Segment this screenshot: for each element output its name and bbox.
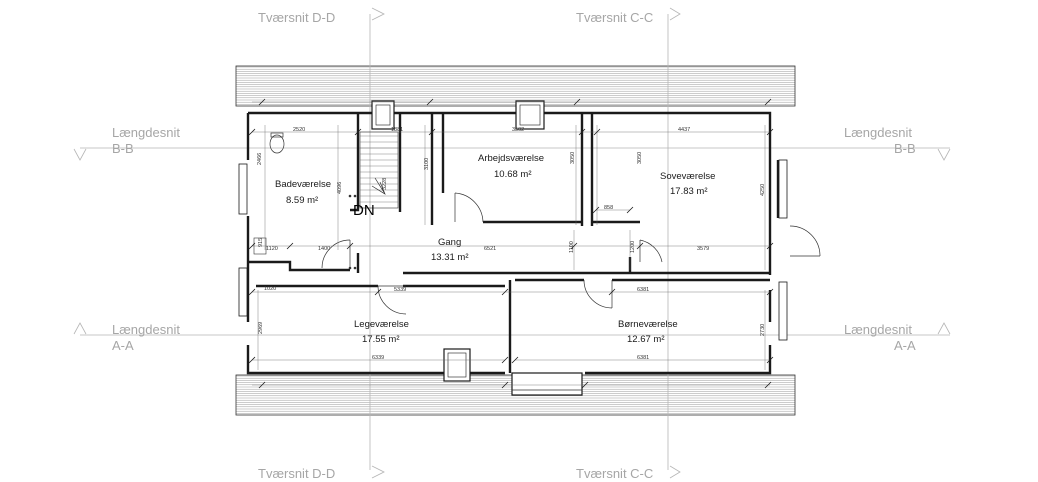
dim-text: 3579: [697, 246, 709, 252]
dim-text: 4096: [337, 182, 343, 194]
section-label-a-a-left: Længdesnit: [112, 322, 180, 337]
dim-text: 1400: [318, 246, 330, 252]
stair-direction-label: DN: [353, 202, 375, 219]
dim-text: 1100: [569, 241, 575, 253]
room-area-kids-room: 12.67 m²: [627, 334, 665, 345]
room-area-hallway: 13.31 m²: [431, 252, 469, 263]
dim-text: 2730: [760, 324, 766, 336]
section-label-a-a-right-code: A-A: [894, 338, 916, 353]
section-label-a-a-left-code: A-A: [112, 338, 134, 353]
dim-text: 3050: [570, 152, 576, 164]
stair: [359, 131, 399, 209]
walls: [246, 111, 780, 375]
dim-text: 1020: [264, 286, 276, 292]
room-name-office: Arbejdsværelse: [478, 153, 544, 164]
room-labels: Badeværelse 8.59 m² Arbejdsværelse 10.68…: [275, 153, 715, 345]
room-name-kids-room: Børneværelse: [618, 319, 678, 330]
toilet-icon: [269, 132, 285, 154]
section-label-c-c-bottom: Tværsnit C-C: [576, 466, 653, 481]
dim-text: 6381: [637, 355, 649, 361]
dim-text: 3050: [637, 152, 643, 164]
dim-text: 2466: [257, 153, 263, 165]
dim-text: 4437: [678, 127, 690, 133]
dim-text: 1120: [266, 246, 278, 252]
dim-text: 858: [604, 205, 613, 211]
dim-text: 915: [258, 238, 264, 247]
dim-text: 2520: [293, 127, 305, 133]
dim-text: 5339: [394, 287, 406, 293]
dim-text: 3100: [424, 158, 430, 170]
section-label-d-d-top: Tværsnit D-D: [258, 10, 335, 25]
dim-text: 6381: [637, 287, 649, 293]
room-name-bathroom: Badeværelse: [275, 179, 331, 190]
room-name-playroom: Legeværelse: [354, 319, 409, 330]
section-label-b-b-right: Længdesnit: [844, 125, 912, 140]
dim-text: 4250: [760, 184, 766, 196]
windows: [238, 100, 788, 396]
dim-text: 3502: [512, 127, 524, 133]
dim-text: 6521: [484, 246, 496, 252]
dim-text: 6339: [372, 355, 384, 361]
dimension-lines: [248, 98, 774, 389]
room-area-bedroom: 17.83 m²: [670, 186, 708, 197]
dim-text: 1200: [630, 241, 636, 253]
room-area-playroom: 17.55 m²: [362, 334, 400, 345]
section-label-d-d-bottom: Tværsnit D-D: [258, 466, 335, 481]
section-label-a-a-right: Længdesnit: [844, 322, 912, 337]
room-area-office: 10.68 m²: [494, 169, 532, 180]
dimension-texts: 2520 1881 3502 4437 2466 4096 3100 3228 …: [257, 127, 766, 361]
plumbing-points: [348, 194, 357, 270]
dim-text: 2969: [258, 322, 264, 334]
section-axes: [73, 7, 951, 479]
room-area-bathroom: 8.59 m²: [286, 195, 318, 206]
dim-text: 3228: [382, 178, 388, 190]
room-name-bedroom: Soveværelse: [660, 171, 715, 182]
section-label-b-b-left-code: B-B: [112, 141, 134, 156]
section-label-c-c-top: Tværsnit C-C: [576, 10, 653, 25]
room-name-hallway: Gang: [438, 237, 461, 248]
section-label-b-b-left: Længdesnit: [112, 125, 180, 140]
dim-text: 1881: [391, 127, 403, 133]
section-label-b-b-right-code: B-B: [894, 141, 916, 156]
doors: [321, 192, 821, 315]
